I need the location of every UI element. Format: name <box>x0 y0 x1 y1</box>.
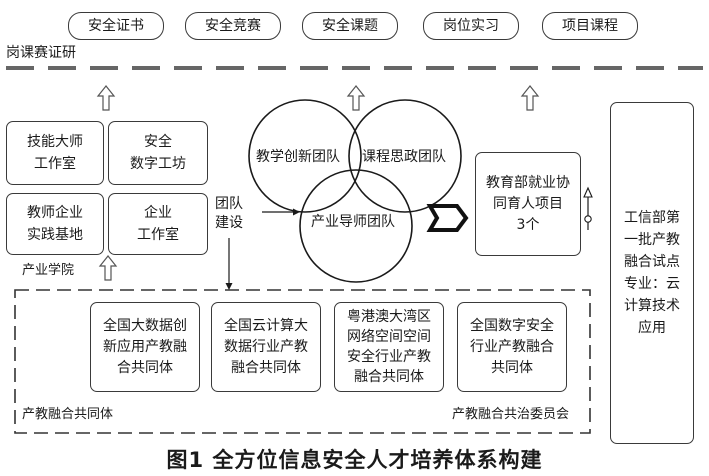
hollow-up-arrow-4 <box>98 255 118 281</box>
connector-triangle <box>583 186 593 198</box>
connector-circle <box>584 215 592 223</box>
box-gba-cyber-community: 粤港澳大湾区 网络空间空间 安全行业产教 融合共同体 <box>334 302 444 392</box>
pill-safety-topic: 安全课题 <box>302 12 398 40</box>
pill-safety-competition: 安全竞赛 <box>185 12 281 40</box>
community-left-label: 产教融合共同体 <box>22 407 114 422</box>
team-arrow-head-right <box>293 208 300 216</box>
box-miit-pilot-major: 工信部第 一批产教 融合试点 专业：云 计算技术 应用 <box>610 102 694 444</box>
community-right-label: 产教融合共治委员会 <box>452 407 570 422</box>
pill-safety-certificate: 安全证书 <box>68 12 164 40</box>
box-moe-employment-project: 教育部就业协 同育人项目 3个 <box>475 152 581 256</box>
industry-college-label: 产业学院 <box>22 263 75 278</box>
box-skill-master-studio: 技能大师 工作室 <box>6 121 104 185</box>
box-cloud-computing-community: 全国云计算大 数据行业产教 融合共同体 <box>211 302 321 392</box>
team-building-label: 团队 建设 <box>215 196 243 231</box>
circle-teaching-innovation <box>248 99 362 213</box>
pill-internship: 岗位实习 <box>423 12 519 40</box>
circle-ideology-course <box>348 99 462 213</box>
box-big-data-community: 全国大数据创 新应用产教融 合共同体 <box>90 302 200 392</box>
team-arrow-head-down <box>225 283 233 290</box>
bold-chevron-arrow <box>426 204 469 232</box>
circle-industry-mentor <box>299 169 413 283</box>
hollow-up-arrow-1 <box>96 85 116 111</box>
top-band-label: 岗课赛证研 <box>6 45 76 61</box>
figure-caption: 图1 全方位信息安全人才培养体系构建 <box>166 448 543 472</box>
box-digital-security-community: 全国数字安全 行业产教融合 共同体 <box>457 302 567 392</box>
label-teaching-innovation-team: 教学创新团队 <box>256 149 340 165</box>
label-industry-mentor-team: 产业导师团队 <box>311 214 395 230</box>
hollow-up-arrow-3 <box>520 85 540 111</box>
box-teacher-practice-base: 教师企业 实践基地 <box>6 193 104 255</box>
label-ideology-course-team: 课程思政团队 <box>362 149 446 165</box>
pill-project-course: 项目课程 <box>542 12 638 40</box>
box-enterprise-studio: 企业 工作室 <box>108 193 208 255</box>
box-safety-digital-workshop: 安全 数字工坊 <box>108 121 208 185</box>
hollow-up-arrow-2 <box>346 85 366 111</box>
